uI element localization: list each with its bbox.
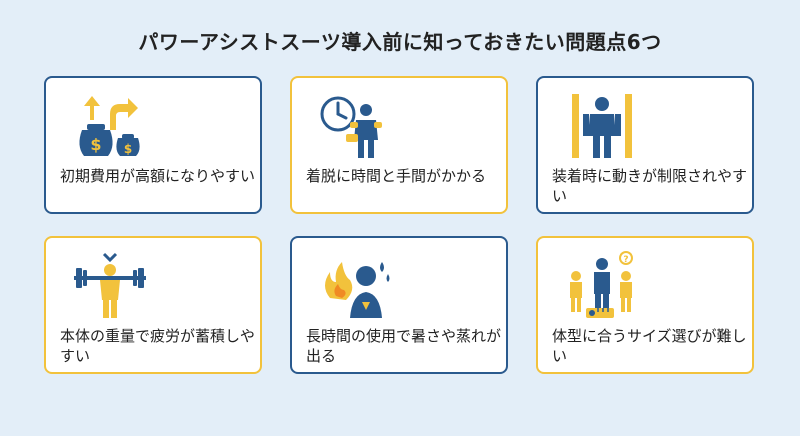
page-title: パワーアシストスーツ導入前に知っておきたい問題点6つ: [138, 30, 662, 54]
card-initial-cost: $ $ 初期費用が高額になりやすい: [44, 76, 262, 214]
card-heat-sweat: 長時間の使用で暑さや蒸れが出る: [290, 236, 508, 374]
card-label: 長時間の使用で暑さや蒸れが出る: [306, 327, 502, 365]
card-size-selection: ? 体型に合うサイズ選びが難しい: [536, 236, 754, 374]
money-bags-icon: $ $: [79, 96, 140, 156]
weightlifter-icon: [74, 252, 146, 318]
heat-sweat-icon: [325, 262, 390, 318]
card-label: 着脱に時間と手間がかかる: [306, 167, 487, 185]
clock-worker-icon: [320, 96, 382, 158]
size-measure-icon: ?: [570, 251, 633, 318]
card-label: 体型に合うサイズ選びが難しい: [552, 327, 747, 365]
card-label: 初期費用が高額になりやすい: [60, 167, 256, 185]
svg-text:$: $: [90, 135, 101, 154]
card-label: 装着時に動きが制限されやすい: [552, 167, 748, 205]
svg-text:?: ?: [623, 255, 628, 265]
card-restricted-movement: 装着時に動きが制限されやすい: [536, 76, 754, 214]
restricted-person-icon: [572, 94, 632, 158]
card-donning-time: 着脱に時間と手間がかかる: [290, 76, 508, 214]
svg-text:$: $: [124, 142, 132, 156]
card-weight-fatigue: 本体の重量で疲労が蓄積しやすい: [44, 236, 262, 374]
card-label: 本体の重量で疲労が蓄積しやすい: [60, 327, 255, 365]
